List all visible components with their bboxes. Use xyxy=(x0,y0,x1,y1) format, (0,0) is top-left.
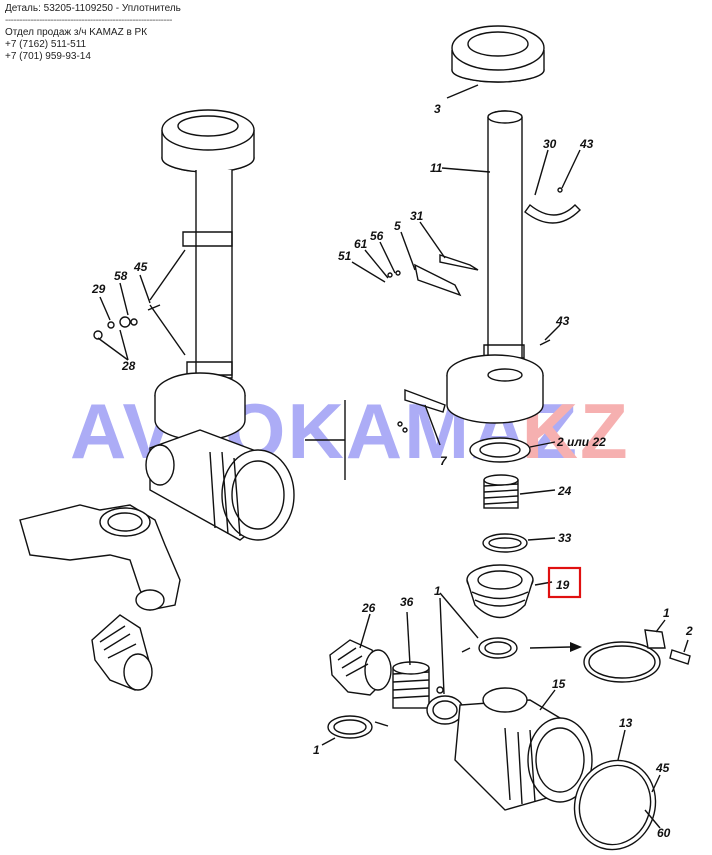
phone-1: +7 (7162) 511-511 xyxy=(5,39,87,50)
label-5: 5 xyxy=(394,219,401,233)
header-text: Деталь: 53205-1109250 - Уплотнитель ----… xyxy=(5,3,181,63)
label-7: 7 xyxy=(440,454,448,468)
label-24: 24 xyxy=(557,484,572,498)
label-51: 51 xyxy=(338,249,352,263)
label-36: 36 xyxy=(400,595,414,609)
label-56: 56 xyxy=(370,229,384,243)
label-28: 28 xyxy=(121,359,136,373)
right-upper-assembly xyxy=(351,25,581,446)
label-29: 29 xyxy=(91,282,106,296)
highlight-box xyxy=(547,566,582,599)
label-43-mid: 43 xyxy=(555,314,570,328)
label-45-left: 45 xyxy=(133,260,148,274)
phone-2: +7 (701) 959-93-14 xyxy=(5,51,91,62)
label-15: 15 xyxy=(552,677,566,691)
label-58: 58 xyxy=(114,269,128,283)
detail-line: Деталь: 53205-1109250 - Уплотнитель xyxy=(5,3,181,14)
label-2: 2 xyxy=(685,624,693,638)
dept-line: Отдел продаж з/ч KAMAZ в РК xyxy=(5,27,148,38)
label-3: 3 xyxy=(434,102,441,116)
label-61: 61 xyxy=(354,237,368,251)
label-1-right: 1 xyxy=(663,606,670,620)
separator-line: ----------------------------------------… xyxy=(5,15,172,26)
label-1-left: 1 xyxy=(313,743,320,757)
label-31: 31 xyxy=(410,209,424,223)
exploded-stack xyxy=(439,437,691,683)
label-26: 26 xyxy=(361,601,376,615)
label-1-center: 1 xyxy=(434,584,441,598)
left-assembly xyxy=(19,109,346,691)
bottom-assembly xyxy=(321,597,661,851)
label-11: 11 xyxy=(430,161,443,175)
part-labels: 3 11 30 43 31 5 56 61 51 43 45 58 29 28 … xyxy=(91,102,693,840)
label-45-bottom: 45 xyxy=(655,761,670,775)
label-13: 13 xyxy=(619,716,633,730)
label-60: 60 xyxy=(657,826,671,840)
label-30: 30 xyxy=(543,137,557,151)
label-33: 33 xyxy=(558,531,572,545)
label-19: 19 xyxy=(556,578,570,592)
label-43-top: 43 xyxy=(579,137,594,151)
label-2-or-22: 2 или 22 xyxy=(556,435,606,449)
